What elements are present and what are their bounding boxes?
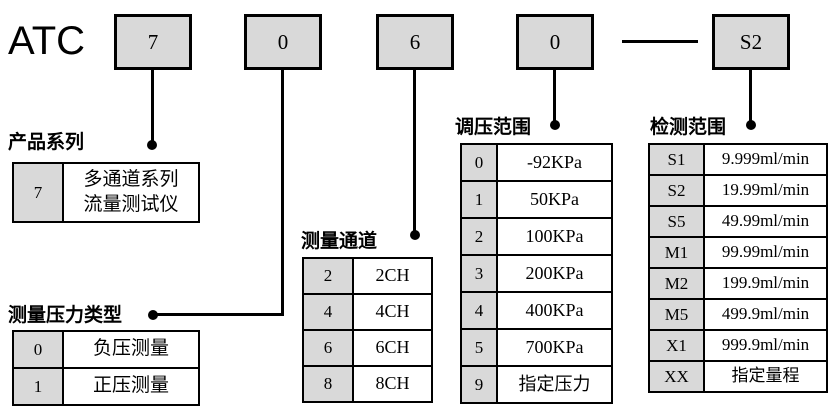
connector-line-series — [151, 69, 154, 145]
row-key: S5 — [650, 207, 705, 236]
connector-dot-channels — [410, 230, 420, 240]
connector-line-channels — [413, 69, 416, 235]
connector-dot-pressure-range — [550, 120, 560, 130]
table-row: M2 199.9ml/min — [650, 267, 826, 298]
row-key: 2 — [462, 219, 498, 254]
row-value: 正压测量 — [92, 375, 169, 397]
code-box-channels: 6 — [376, 14, 454, 70]
title-channels: 测量通道 — [301, 231, 378, 252]
row-key: 6 — [304, 331, 354, 365]
table-row: XX 指定量程 — [650, 360, 826, 391]
table-row: 1 50KPa — [462, 180, 611, 217]
table-channels: 2 2CH 4 4CH 6 6CH 8 8CH — [302, 257, 433, 403]
product-prefix: ATC — [8, 19, 86, 63]
row-value: 999.9ml/min — [721, 335, 810, 355]
table-row: 8 8CH — [304, 365, 431, 401]
table-row: M1 99.99ml/min — [650, 236, 826, 267]
table-row: 3 200KPa — [462, 254, 611, 291]
row-key: 8 — [304, 367, 354, 401]
table-row: 2 100KPa — [462, 217, 611, 254]
row-key: 4 — [462, 293, 498, 328]
row-value: 100KPa — [525, 225, 584, 246]
table-row: 2 2CH — [304, 259, 431, 293]
code-box-series: 7 — [114, 14, 192, 70]
row-value: 50KPa — [530, 188, 579, 209]
connector-dot-detection-range — [746, 120, 756, 130]
code-separator-dash — [622, 40, 698, 43]
table-pressure-range: 0 -92KPa 1 50KPa 2 100KPa 3 200KPa 4 400… — [460, 143, 613, 404]
row-key: 5 — [462, 330, 498, 365]
row-value: 2CH — [375, 265, 410, 286]
table-row: S5 49.99ml/min — [650, 205, 826, 236]
title-product-series: 产品系列 — [8, 132, 85, 153]
row-value: 9.999ml/min — [721, 149, 810, 169]
row-key: 0 — [462, 145, 498, 180]
row-key: 4 — [304, 295, 354, 329]
row-key: 9 — [462, 367, 498, 402]
table-row: 1 正压测量 — [14, 367, 198, 404]
table-row: M5 499.9ml/min — [650, 298, 826, 329]
connector-line-pressure-type-vertical — [281, 69, 284, 316]
table-row: 6 6CH — [304, 329, 431, 365]
row-key: M1 — [650, 238, 705, 267]
table-row: 5 700KPa — [462, 328, 611, 365]
row-key: XX — [650, 362, 705, 391]
row-value: 99.99ml/min — [721, 242, 810, 262]
connector-line-pressure-type-horizontal — [153, 313, 284, 316]
table-row: 4 400KPa — [462, 291, 611, 328]
row-value: 负压测量 — [92, 338, 169, 360]
table-row: 7 多通道系列 流量测试仪 — [14, 164, 198, 221]
table-row: S1 9.999ml/min — [650, 145, 826, 174]
row-value: 400KPa — [525, 299, 584, 320]
row-value: 199.9ml/min — [721, 273, 810, 293]
table-pressure-type: 0 负压测量 1 正压测量 — [12, 330, 200, 406]
title-pressure-type: 测量压力类型 — [8, 305, 123, 326]
table-row: 9 指定压力 — [462, 365, 611, 402]
row-key: 1 — [462, 182, 498, 217]
table-row: X1 999.9ml/min — [650, 329, 826, 360]
row-key: 0 — [14, 332, 64, 367]
row-key: S2 — [650, 176, 705, 205]
row-key: M2 — [650, 269, 705, 298]
row-key: 2 — [304, 259, 354, 293]
row-value: -92KPa — [527, 151, 582, 172]
table-row: S2 19.99ml/min — [650, 174, 826, 205]
table-row: 0 -92KPa — [462, 145, 611, 180]
row-key: 7 — [14, 164, 64, 221]
row-value: 200KPa — [525, 262, 584, 283]
title-detection-range: 检测范围 — [650, 117, 727, 138]
row-key: 1 — [14, 369, 64, 404]
connector-dot-pressure-type — [148, 310, 158, 320]
table-detection-range: S1 9.999ml/min S2 19.99ml/min S5 49.99ml… — [648, 143, 828, 393]
code-box-pressure-range: 0 — [516, 14, 594, 70]
connector-line-detection-range — [749, 69, 752, 125]
table-row: 0 负压测量 — [14, 332, 198, 367]
row-key: X1 — [650, 331, 705, 360]
row-value: 49.99ml/min — [721, 211, 810, 231]
table-product-series: 7 多通道系列 流量测试仪 — [12, 162, 200, 223]
row-key: S1 — [650, 145, 705, 174]
row-value: 指定压力 — [518, 373, 591, 394]
code-box-detection-range: S2 — [712, 14, 790, 70]
row-value: 6CH — [375, 337, 410, 358]
row-value: 8CH — [375, 373, 410, 394]
code-box-pressure-type: 0 — [244, 14, 322, 70]
connector-line-pressure-range — [553, 69, 556, 125]
row-value: 多通道系列 流量测试仪 — [83, 168, 179, 215]
row-value: 700KPa — [525, 336, 584, 357]
row-value: 499.9ml/min — [721, 304, 810, 324]
row-value: 19.99ml/min — [721, 180, 810, 200]
row-value: 指定量程 — [731, 366, 800, 386]
title-pressure-range: 调压范围 — [455, 117, 532, 138]
connector-dot-series — [147, 140, 157, 150]
row-key: 3 — [462, 256, 498, 291]
row-value: 4CH — [375, 301, 410, 322]
row-key: M5 — [650, 300, 705, 329]
table-row: 4 4CH — [304, 293, 431, 329]
